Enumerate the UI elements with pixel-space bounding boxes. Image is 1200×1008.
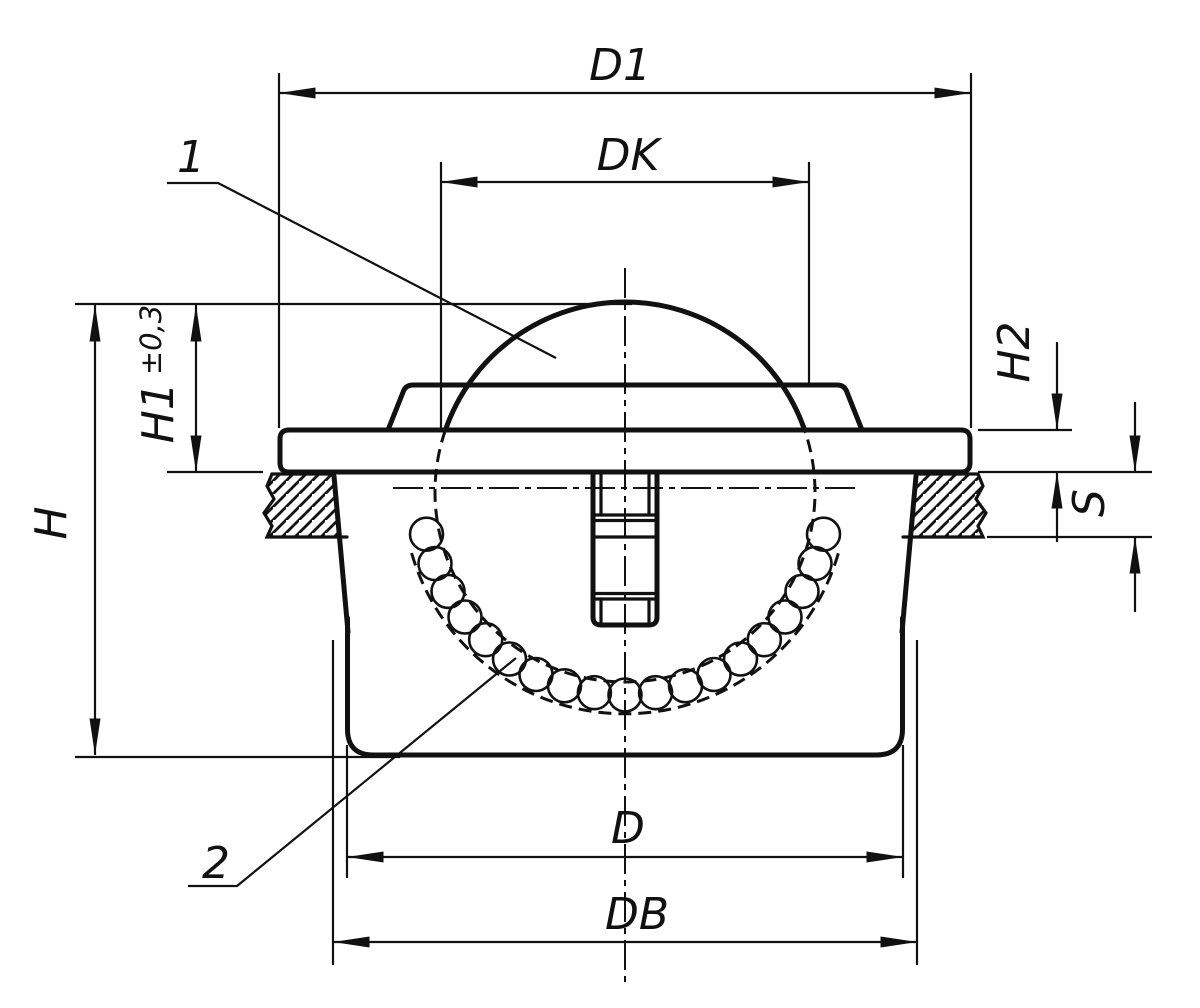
dim-label-s: S [1064,489,1115,517]
raceway-outer-arc [410,552,840,716]
support-balls [408,516,842,713]
dim-label-db: DB [605,889,669,940]
center-pin-details [591,470,659,625]
ball-outline [442,299,808,433]
dim-label-d1: D1 [589,40,651,91]
mounting-plate-hatch-right [910,474,986,537]
mounting-plate-outline-right [901,472,988,539]
dim-label-h1-tolerance: ±0,3 [134,305,168,375]
leader-line-1 [167,181,557,359]
retaining-ring [385,382,865,433]
labels: D1 DK H H1 ±0,3 H2 S D DB 1 2 [26,40,1115,940]
dim-label-h1-text: H1 [133,382,184,443]
mounting-plate-hatch-left [264,474,340,537]
callout-label-2: 2 [202,838,230,889]
dim-label-h1: H1 ±0,3 [133,305,184,444]
housing-rim-right [899,473,919,635]
center-pin [590,469,660,628]
dimension-lines [89,87,1141,948]
mounting-plate-outline-left [262,472,349,539]
callout-label-1: 1 [177,132,205,183]
part-outlines [277,299,973,758]
dim-label-dk: DK [597,130,663,181]
dim-label-d: D [611,803,645,854]
leader-lines [167,181,557,888]
leader-line-2 [188,657,517,888]
dim-label-h2: H2 [989,321,1040,382]
housing-rim-left [331,473,351,635]
housing-cup [345,615,905,758]
mounting-plate-section [262,472,988,539]
dim-label-h: H [26,506,77,539]
extension-lines [75,73,1152,965]
flange-plate [277,427,973,475]
